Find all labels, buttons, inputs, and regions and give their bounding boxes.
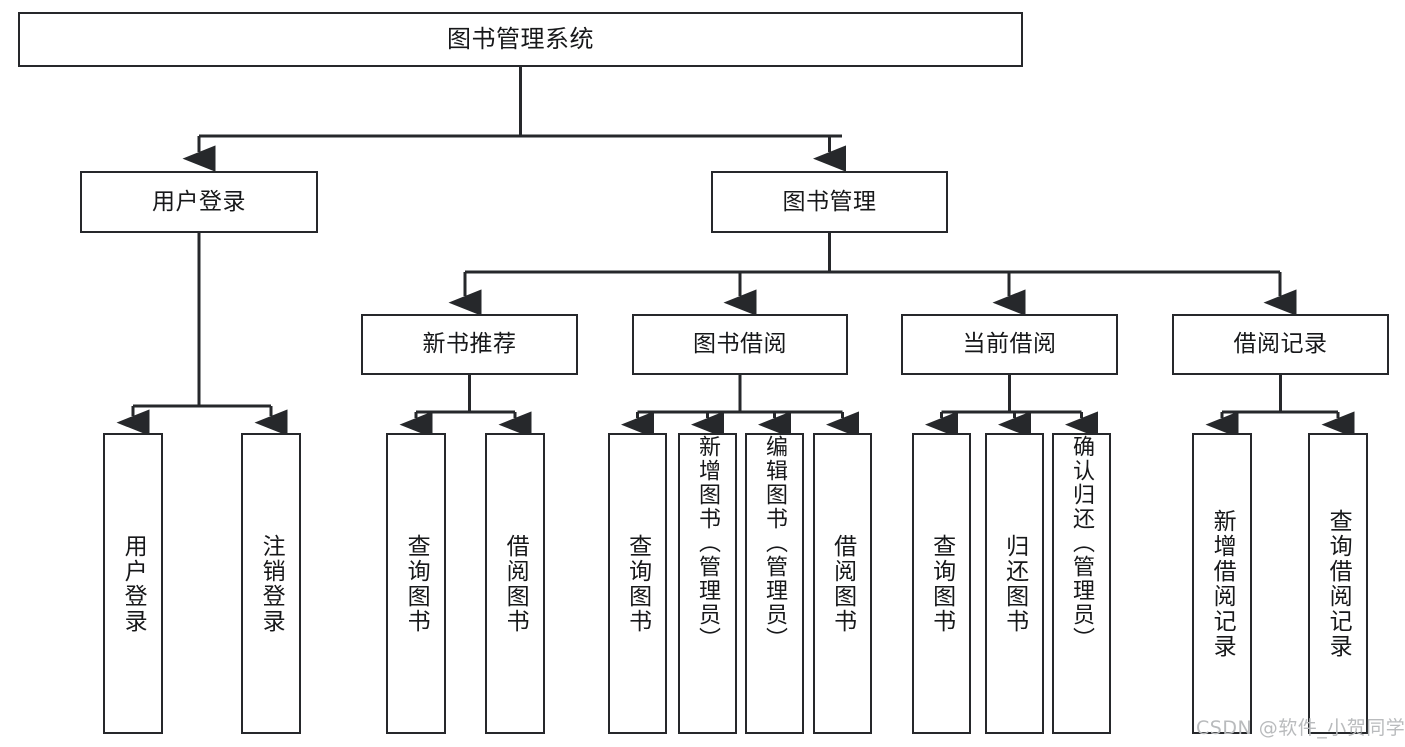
node-leaf-add-record-label: 新增借阅记录: [1209, 508, 1236, 659]
node-book-manage-label: 图书管理: [782, 188, 877, 215]
node-root-label: 图书管理系统: [447, 24, 594, 53]
node-leaf-edit-book-label: 编辑图书（管理员）: [762, 435, 788, 651]
node-leaf-borrow-book-2-label: 借阅图书: [829, 533, 856, 634]
node-leaf-edit-book[interactable]: 编辑图书（管理员）: [745, 433, 804, 734]
node-leaf-add-book[interactable]: 新增图书（管理员）: [678, 433, 737, 734]
node-new-book-rec-label: 新书推荐: [422, 331, 517, 358]
node-leaf-add-record[interactable]: 新增借阅记录: [1192, 433, 1252, 734]
node-borrow-record-label: 借阅记录: [1233, 331, 1328, 358]
node-book-borrow[interactable]: 图书借阅: [632, 314, 848, 375]
node-leaf-query-book-2-label: 查询图书: [624, 533, 651, 634]
node-leaf-add-book-label: 新增图书（管理员）: [695, 435, 721, 651]
node-leaf-logout-label: 注销登录: [258, 533, 285, 634]
node-book-borrow-label: 图书借阅: [693, 331, 787, 358]
node-leaf-user-login[interactable]: 用户登录: [103, 433, 163, 734]
node-leaf-query-book-1[interactable]: 查询图书: [386, 433, 446, 734]
node-leaf-borrow-book-1[interactable]: 借阅图书: [485, 433, 545, 734]
node-leaf-borrow-book-1-label: 借阅图书: [502, 533, 529, 634]
node-leaf-query-book-1-label: 查询图书: [403, 533, 430, 634]
node-leaf-confirm-return[interactable]: 确认归还（管理员）: [1052, 433, 1111, 734]
node-user-login-label: 用户登录: [152, 188, 246, 215]
node-leaf-user-login-label: 用户登录: [120, 533, 147, 634]
node-user-login[interactable]: 用户登录: [80, 171, 318, 233]
node-new-book-rec[interactable]: 新书推荐: [361, 314, 578, 375]
node-leaf-borrow-book-2[interactable]: 借阅图书: [813, 433, 872, 734]
node-current-borrow[interactable]: 当前借阅: [901, 314, 1118, 375]
node-leaf-query-record[interactable]: 查询借阅记录: [1308, 433, 1368, 734]
node-current-borrow-label: 当前借阅: [962, 331, 1057, 358]
node-book-manage[interactable]: 图书管理: [711, 171, 948, 233]
node-root[interactable]: 图书管理系统: [18, 12, 1023, 67]
node-leaf-query-book-2[interactable]: 查询图书: [608, 433, 667, 734]
node-leaf-confirm-return-label: 确认归还（管理员）: [1069, 435, 1095, 651]
node-leaf-return-book[interactable]: 归还图书: [985, 433, 1044, 734]
node-borrow-record[interactable]: 借阅记录: [1172, 314, 1389, 375]
node-leaf-logout[interactable]: 注销登录: [241, 433, 301, 734]
node-leaf-query-record-label: 查询借阅记录: [1325, 508, 1352, 659]
node-leaf-query-book-3[interactable]: 查询图书: [912, 433, 971, 734]
node-leaf-return-book-label: 归还图书: [1001, 533, 1028, 634]
node-leaf-query-book-3-label: 查询图书: [928, 533, 955, 634]
watermark-text: CSDN @软件_小贺同学: [1196, 717, 1405, 739]
